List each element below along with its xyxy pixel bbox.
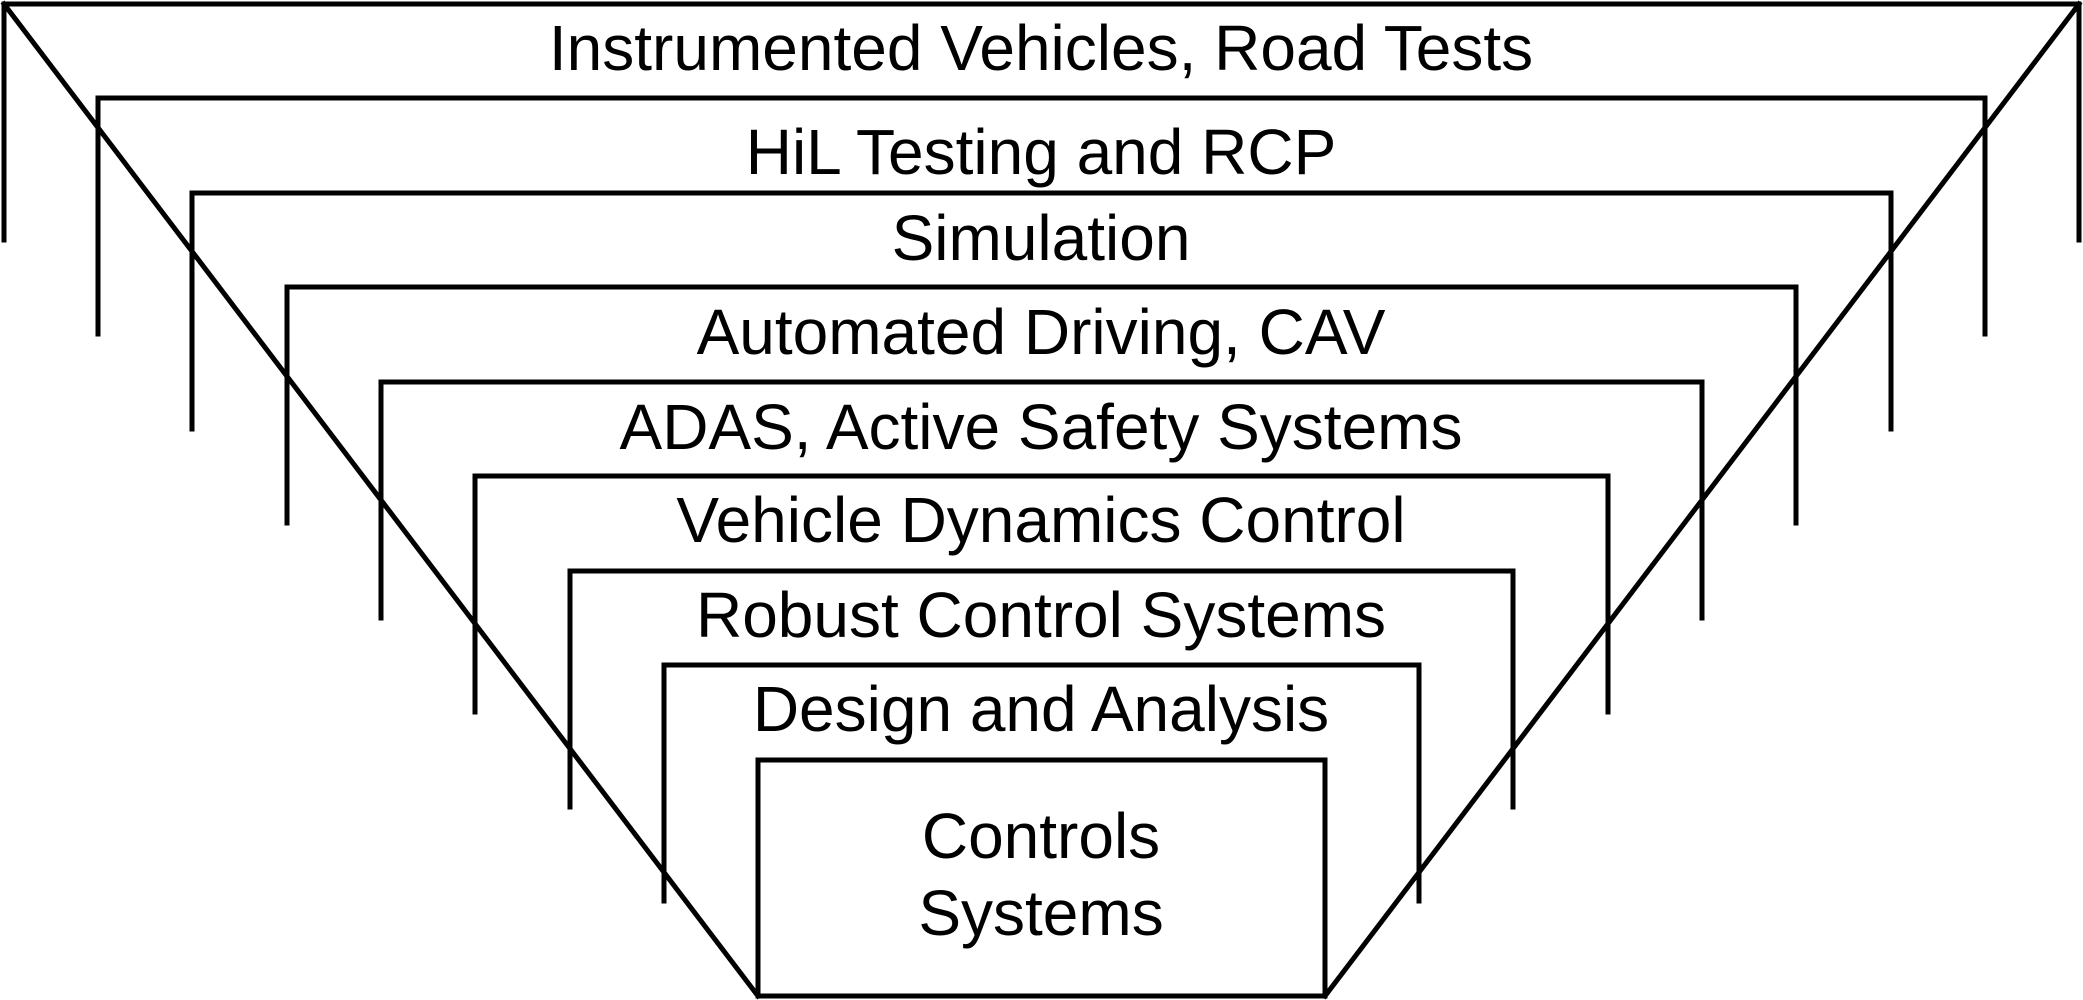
core-label-line1: Controls (922, 800, 1160, 872)
layer-label-automated-driving: Automated Driving, CAV (697, 296, 1386, 368)
core-label-line2: Systems (918, 877, 1163, 949)
layer-label-robust-control: Robust Control Systems (696, 579, 1386, 651)
layer-label-adas: ADAS, Active Safety Systems (620, 391, 1463, 463)
layer-label-vehicle-dynamics: Vehicle Dynamics Control (676, 484, 1405, 556)
layer-label-simulation: Simulation (892, 202, 1191, 274)
layer-label-design-analysis: Design and Analysis (753, 673, 1329, 745)
layer-label-hil-testing: HiL Testing and RCP (746, 116, 1337, 188)
layer-label-instrumented-vehicles: Instrumented Vehicles, Road Tests (549, 12, 1533, 84)
